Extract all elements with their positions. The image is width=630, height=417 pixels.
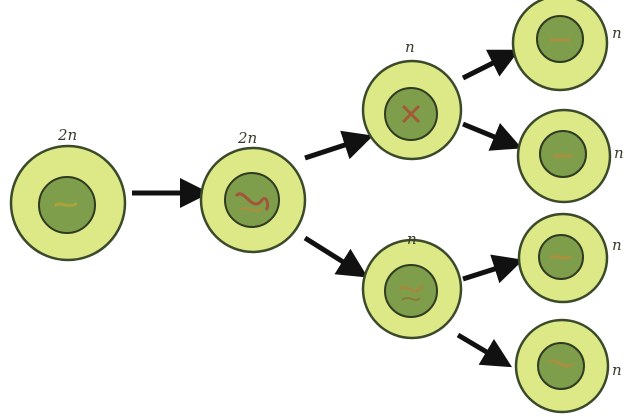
ploidy-label-gamete-2: n (614, 144, 624, 162)
cell-gamete-4: n (514, 318, 622, 414)
cell-parent: 2n (9, 126, 127, 262)
ploidy-label-gamete-4: n (612, 361, 622, 379)
ploidy-label-gamete-1: n (612, 24, 622, 42)
cell-gamete-3: n (517, 212, 622, 304)
arrow-top-to-gamete-2 (462, 121, 522, 151)
cell-gamete-1: n (511, 0, 622, 92)
arrows (132, 49, 524, 368)
nucleus (539, 130, 587, 178)
cell-gamete-2: n (516, 108, 624, 204)
ploidy-label-replicated: 2n (237, 129, 257, 147)
nucleus (224, 172, 280, 228)
arrow-top-to-gamete-1 (461, 49, 520, 81)
arrow-bottom-to-gamete-4 (456, 332, 513, 368)
ploidy-label-meiosis1-top: n (405, 38, 415, 56)
nucleus (537, 342, 585, 390)
cell-meiosis1-bottom: n (361, 230, 463, 340)
ploidy-label-meiosis1-bottom: n (407, 230, 417, 248)
arrow-replicated-to-top (304, 130, 374, 161)
arrow-bottom-to-gamete-3 (462, 254, 524, 284)
arrow-replicated-to-bottom (303, 235, 368, 278)
cell-meiosis1-top: n (361, 38, 463, 161)
ploidy-label-gamete-3: n (612, 236, 622, 254)
ploidy-label-parent: 2n (57, 126, 77, 144)
cell-replicated: 2n (199, 129, 307, 254)
